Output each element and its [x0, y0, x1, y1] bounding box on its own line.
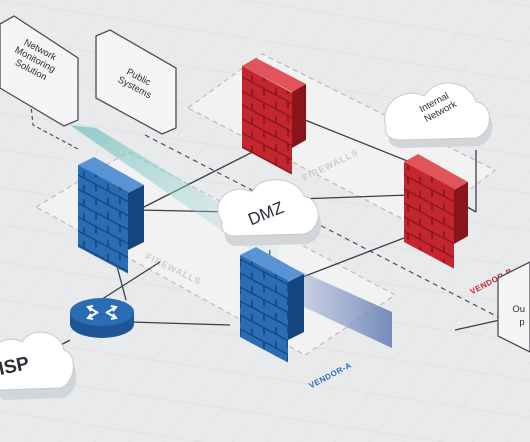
router-icon: [70, 298, 134, 326]
router: [70, 298, 134, 338]
brick-wall-icon: [404, 162, 454, 269]
backbone-dashed-line: [144, 134, 501, 319]
callout-network-monitoring: Network Monitoring Solution: [0, 15, 79, 127]
cloud-icon: [217, 179, 319, 237]
blue-traffic-beam: [280, 262, 392, 348]
outside-partial-label: Ou p: [512, 304, 527, 328]
link-outside: [454, 319, 501, 331]
brick-wall-icon: [240, 255, 288, 363]
brick-wall-icon: [78, 165, 128, 274]
cloud-internal-network: [384, 82, 493, 148]
outside-partial-line-2: p: [519, 317, 524, 328]
firewall-blue-2: [240, 247, 304, 363]
cloud-icon: [384, 82, 490, 141]
cloud-icon: [0, 331, 74, 391]
callout-outside-partial: Ou p: [497, 261, 530, 353]
firewall-red-1: [242, 58, 306, 175]
firewall-blue-1: [78, 157, 144, 274]
firewall-red-2: [404, 154, 468, 269]
cloud-isp: [0, 331, 77, 400]
callout-public-systems: Public Systems: [95, 29, 177, 135]
router-arrows: [86, 305, 118, 320]
cloud-dmz: [217, 179, 322, 246]
brick-wall-icon: [242, 65, 292, 175]
outside-partial-line-1: Ou: [512, 304, 525, 315]
link-router-blue2: [129, 321, 231, 326]
